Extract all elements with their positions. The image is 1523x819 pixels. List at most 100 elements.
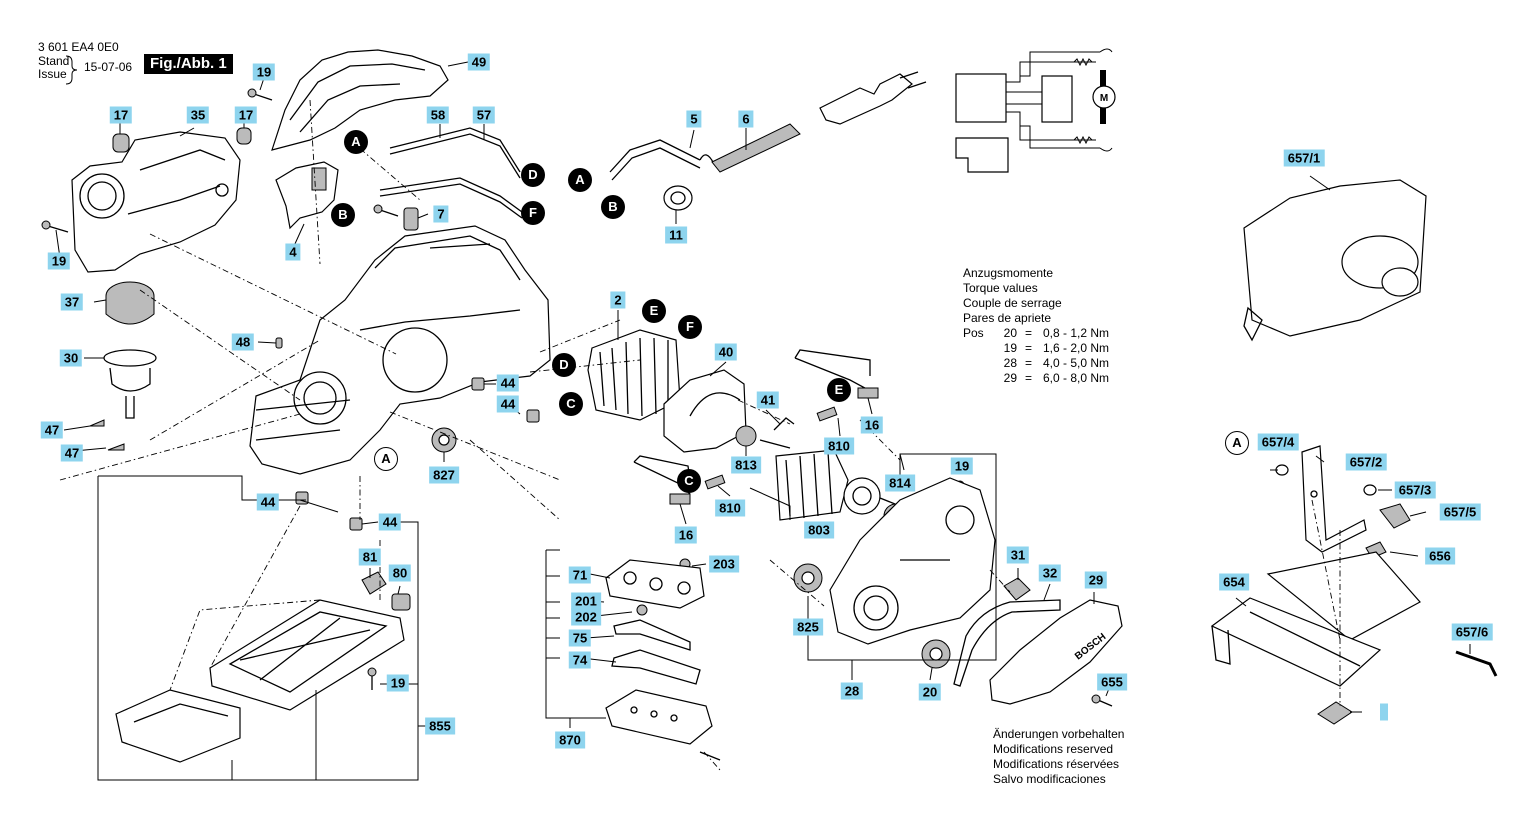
part-label-203: 203 [709,555,739,573]
handle-cover-49-drawing [271,49,469,151]
callout-b: B [331,203,355,227]
construction-lines [59,99,1341,771]
part-label-655: 657/1 [1283,149,1325,167]
part-label-654: 657/6 [1451,623,1493,641]
callout-e: E [827,378,851,402]
leader-lines [55,77,1471,713]
part-label-19: 19 [950,457,974,475]
part-label-44: 44 [496,374,520,392]
part-label-35: 35 [186,106,210,124]
changes-fr: Modifications réservées [993,757,1120,771]
changes-es: Salvo modificaciones [993,772,1106,786]
callout-c: C [559,392,583,416]
callout-a: A [568,168,592,192]
part-label-30: 30 [59,349,83,367]
part-label-19: 19 [386,674,410,692]
torque-pos: 19 [1003,341,1017,355]
part-label-47: 47 [60,444,84,462]
callout-a-open: A [1225,431,1249,455]
torque-range: 0,8 - 1,2 Nm [1043,326,1110,340]
part-label-28: 31 [1006,546,1030,564]
callout-b: B [601,195,625,219]
power-cord-drawing [609,71,927,211]
depth-knob-drawing [89,281,157,451]
part-label-48: 48 [231,333,255,351]
part-label-6: 6 [738,110,754,128]
belt-cover-825-drawing [829,477,996,645]
part-label-827: 827 [429,466,459,484]
part-label-19: 19 [252,63,276,81]
part-label-202: 202 [571,608,601,626]
part-label-44: 44 [378,513,402,531]
part-label-7: 7 [433,205,449,223]
torque-pos: 29 [1003,371,1017,385]
callout-f: F [521,201,545,225]
part-label-47: 47 [40,421,64,439]
callout-d: D [552,353,576,377]
part-label-16: 16 [674,526,698,544]
part-label-5: 5 [686,110,702,128]
part-label-49: 49 [467,53,491,71]
part-label-71: 71 [568,566,592,584]
torque-eq: = [1025,356,1033,370]
part-label-17: 17 [234,106,258,124]
issue-date: 15-07-06 [84,60,133,74]
issue-label: Issue [38,67,67,81]
part-label-19: 19 [47,252,71,270]
callout-a: A [344,130,368,154]
part-label-201: 201 [571,592,601,610]
part-label-11: 11 [665,226,687,244]
callout-c: C [677,469,701,493]
figure-label: Fig./Abb. 1 [144,54,233,74]
part-label-657-4: 657/2 [1345,453,1387,471]
hex-key-654-drawing [1455,650,1498,677]
torque-title-fr: Couple de serrage [963,296,1062,310]
knob-17-drawing [112,127,252,153]
motor-symbol: M [1100,93,1108,104]
torque-pos: 20 [1003,326,1017,340]
part-label-40: 40 [714,343,738,361]
part-label-810: 810 [715,499,745,517]
cable-58-drawing [389,127,521,173]
part-label-657-3: 657/5 [1439,503,1481,521]
part-label-814: 814 [885,474,915,492]
torque-range: 4,0 - 5,0 Nm [1043,356,1110,370]
part-label-80: 80 [388,564,412,582]
part-label-656: 654 [1219,573,1249,591]
torque-range: 6,0 - 8,0 Nm [1043,371,1110,385]
part-label-870: 870 [555,731,585,749]
part-label-657-5: 656 [1425,547,1455,565]
dust-bag-655-drawing [1243,179,1427,342]
part-label-825: 28 [840,682,864,700]
part-label-17: 17 [109,106,133,124]
part-label-20: 655 [1097,673,1127,691]
part-label-44: 44 [496,395,520,413]
part-label-657-2: 657/3 [1394,481,1436,499]
part-label-855: 825 [793,618,823,636]
part-label-29: 20 [918,683,942,701]
base-plate-drawing [115,571,411,763]
part-label-657-6 [1380,703,1388,721]
belt-drive-drawing: BOSCH [921,577,1123,705]
parallel-guide-drawing [1210,445,1421,725]
part-7-drawing [403,207,419,231]
callout-f: F [678,315,702,339]
cable-57-drawing [379,177,523,213]
stand-label: Stand [38,54,70,68]
torque-range: 1,6 - 2,0 Nm [1043,341,1110,355]
part-label-58: 58 [426,106,450,124]
torque-pos-label: Pos [963,326,984,340]
torque-eq: = [1025,371,1033,385]
part-label-801: 855 [425,717,455,735]
header-brace [65,55,78,85]
wiring-schematic-drawing [955,48,1116,173]
part-label-31: 32 [1038,564,1062,582]
part-41-drawing [773,417,795,431]
part-48-drawing [275,337,283,349]
part-label-57: 57 [472,106,496,124]
callout-e: E [642,299,666,323]
part-label-810: 810 [824,437,854,455]
torque-title-es: Pares de apriete [963,311,1052,325]
torque-eq: = [1025,326,1033,340]
